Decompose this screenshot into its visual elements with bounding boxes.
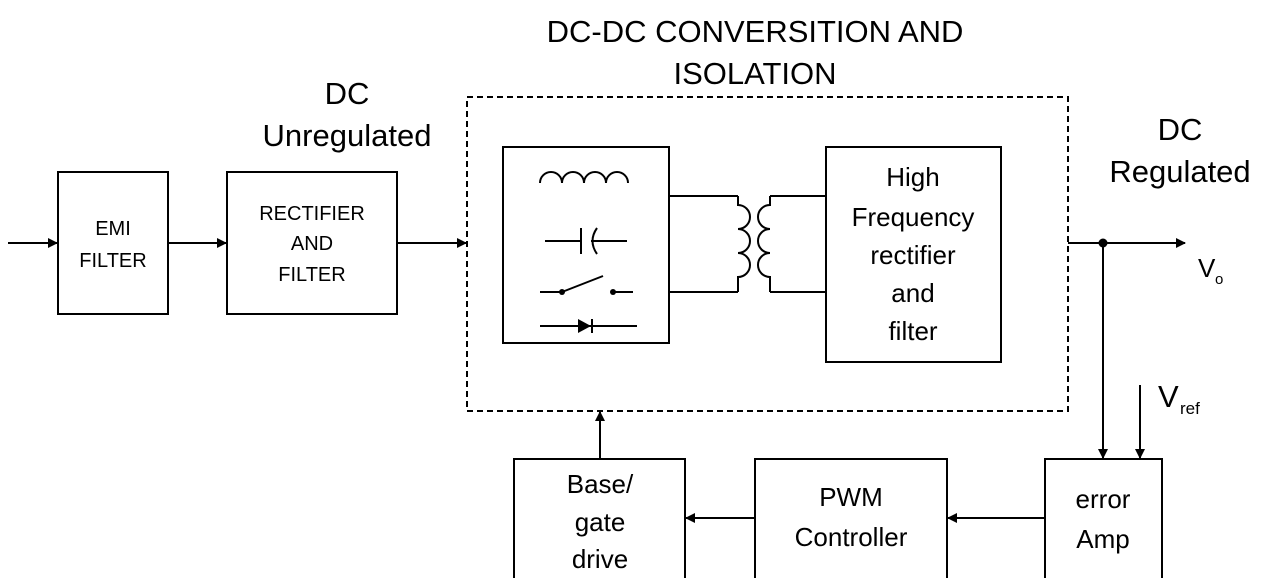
- emi-filter-block: [57, 171, 169, 315]
- rectifier-label-2: AND: [291, 233, 333, 255]
- hf-rectifier-filter-block: [825, 146, 1002, 363]
- dc-regulated-line2: Regulated: [1109, 154, 1250, 189]
- switching-components-block: [502, 146, 670, 344]
- pwm-label-1: PWM: [819, 482, 883, 512]
- diode-icon: [540, 319, 637, 333]
- capacitor-icon: [545, 227, 627, 255]
- hf-label-4: and: [891, 278, 934, 308]
- dc-unregulated-line1: DC: [325, 76, 370, 111]
- dc-unregulated-line2: Unregulated: [263, 118, 432, 153]
- switch-icon: [540, 275, 633, 295]
- transformer-primary-coil-icon: [737, 196, 751, 292]
- rectifier-label-3: FILTER: [278, 264, 345, 286]
- dc-regulated-line1: DC: [1158, 112, 1203, 147]
- pwm-controller-block: [754, 458, 948, 578]
- error-amp-block: [1044, 458, 1163, 578]
- error-amp-label-1: error: [1076, 484, 1131, 514]
- gate-label-3: drive: [572, 544, 628, 574]
- gate-label-2: gate: [575, 507, 626, 537]
- svg-text:V: V: [1198, 253, 1216, 283]
- pwm-label-2: Controller: [795, 522, 908, 552]
- hf-label-2: Frequency: [852, 202, 975, 232]
- emi-filter-label-1: EMI: [95, 218, 131, 240]
- hf-label-5: filter: [888, 316, 937, 346]
- hf-label-1: High: [886, 162, 939, 192]
- dcdc-isolation-boundary: [466, 96, 1069, 412]
- vo-label: V o: [1198, 253, 1223, 288]
- dcdc-title-line2: ISOLATION: [673, 56, 836, 91]
- rectifier-label-1: RECTIFIER: [259, 203, 365, 225]
- dcdc-title-line1: DC-DC CONVERSITION AND: [547, 14, 964, 49]
- emi-filter-label-2: FILTER: [79, 250, 146, 272]
- vref-label: V ref: [1158, 379, 1200, 418]
- svg-text:ref: ref: [1180, 399, 1200, 418]
- error-amp-label-2: Amp: [1076, 524, 1129, 554]
- transformer-secondary-coil-icon: [757, 196, 771, 292]
- svg-text:o: o: [1215, 271, 1223, 288]
- inductor-icon: [539, 171, 629, 184]
- svg-text:V: V: [1158, 379, 1179, 414]
- gate-label-1: Base/: [567, 469, 634, 499]
- hf-label-3: rectifier: [870, 240, 956, 270]
